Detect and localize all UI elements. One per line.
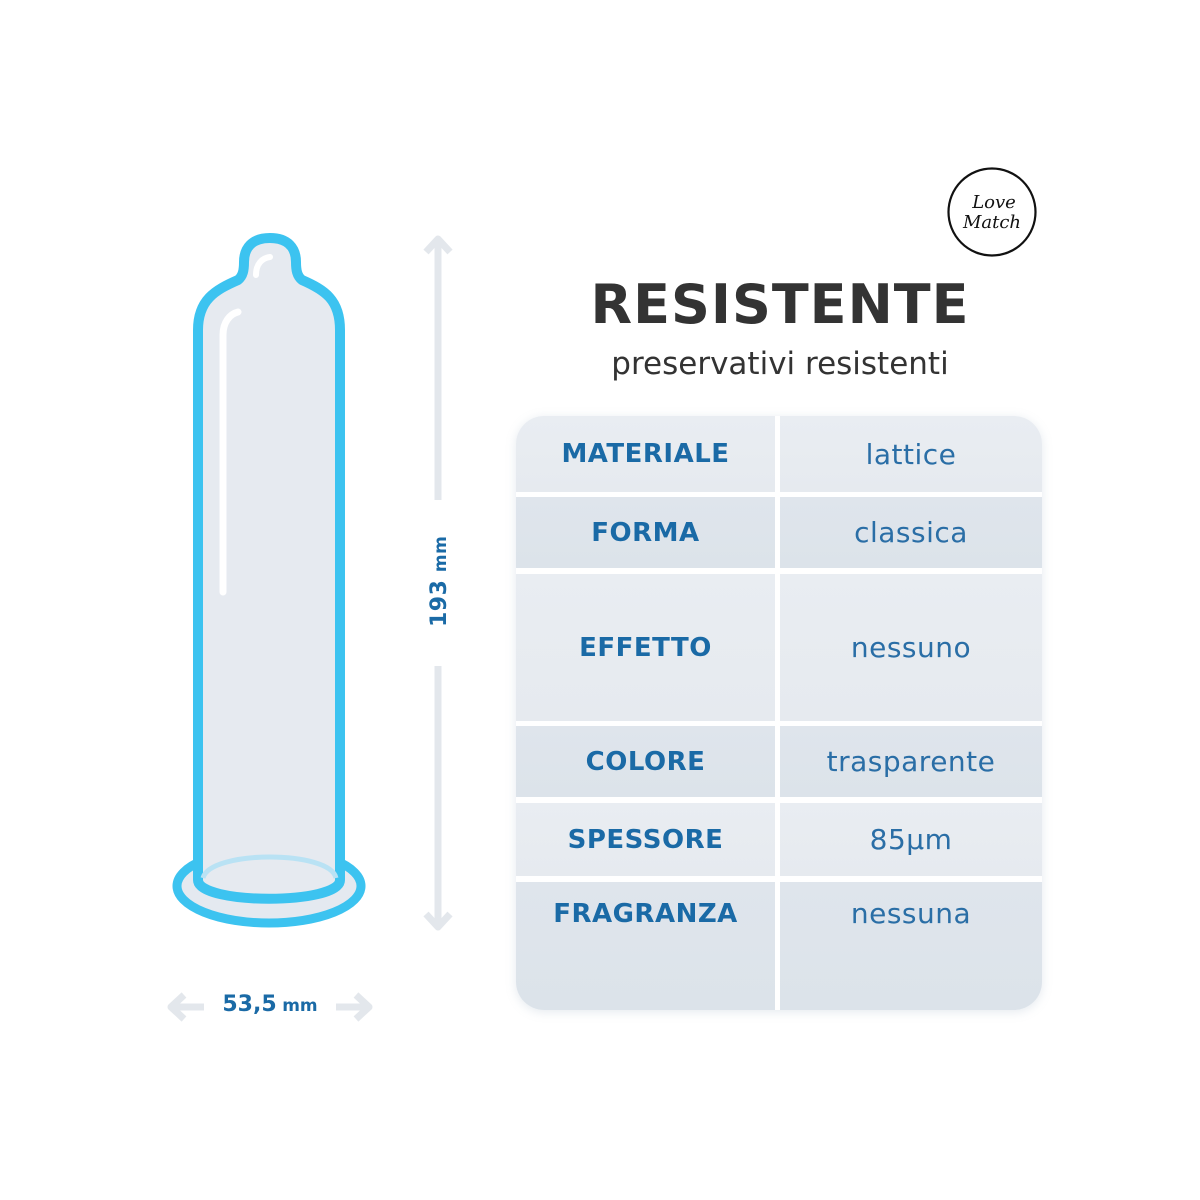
- love-match-logo-icon: Love Match: [947, 167, 1037, 257]
- logo-text-match: Match: [962, 212, 1021, 233]
- spec-label-forma: FORMA: [516, 497, 775, 568]
- spec-label-spessore: SPESSORE: [516, 803, 775, 876]
- width-value: 53,5: [222, 992, 277, 1017]
- spec-value-effetto: nessuno: [780, 574, 1042, 721]
- table-row: COLORE trasparente: [516, 726, 1042, 797]
- condom-illustration: [150, 220, 470, 1040]
- table-row: EFFETTO nessuno: [516, 574, 1042, 721]
- height-measurement-label: 193 mm: [427, 536, 452, 627]
- spec-value-materiale: lattice: [780, 416, 1042, 492]
- condom-icon: [167, 233, 453, 1022]
- table-row: MATERIALE lattice: [516, 416, 1042, 492]
- spec-table: MATERIALE lattice FORMA classica EFFETTO…: [516, 416, 1042, 1010]
- spec-label-fragranza: FRAGRANZA: [516, 882, 775, 1010]
- page-subtitle: preservativi resistenti: [611, 346, 949, 382]
- table-row: FRAGRANZA nessuna: [516, 882, 1042, 1010]
- width-measurement-label: 53,5 mm: [205, 992, 335, 1017]
- spec-label-effetto: EFFETTO: [516, 574, 775, 721]
- logo-text-love: Love: [971, 192, 1016, 213]
- horizontal-double-arrow-icon: [167, 992, 373, 1022]
- spec-label-colore: COLORE: [516, 726, 775, 797]
- page-title: RESISTENTE: [590, 273, 970, 336]
- table-row: SPESSORE 85µm: [516, 803, 1042, 876]
- spec-label-materiale: MATERIALE: [516, 416, 775, 492]
- table-row: FORMA classica: [516, 497, 1042, 568]
- spec-value-forma: classica: [780, 497, 1042, 568]
- width-unit: mm: [282, 996, 318, 1016]
- height-value: 193: [427, 579, 452, 627]
- spec-value-colore: trasparente: [780, 726, 1042, 797]
- love-match-logo: Love Match: [946, 166, 1038, 258]
- spec-value-fragranza: nessuna: [780, 882, 1042, 1010]
- spec-value-spessore: 85µm: [780, 803, 1042, 876]
- height-unit: mm: [431, 535, 451, 573]
- vertical-double-arrow-icon: [423, 235, 453, 931]
